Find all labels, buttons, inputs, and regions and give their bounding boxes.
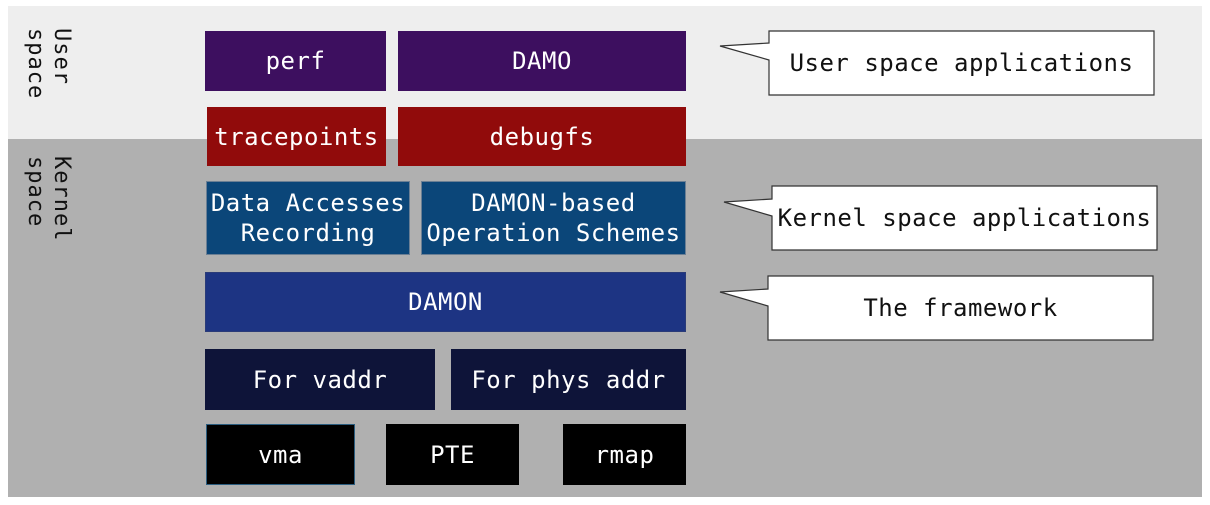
for-phys-addr-box: For phys addr — [451, 349, 686, 410]
for-vaddr-box: For vaddr — [205, 349, 435, 410]
damo-box: DAMO — [398, 31, 686, 91]
user-apps-callout-text: User space applications — [789, 49, 1134, 77]
damon-framework-box: DAMON — [205, 272, 686, 332]
perf-box: perf — [205, 31, 386, 91]
user-space-label: User space — [23, 28, 74, 100]
debugfs-box: debugfs — [398, 107, 686, 166]
kernel-space-label: Kernel space — [23, 156, 74, 242]
tracepoints-box: tracepoints — [207, 107, 386, 166]
framework-callout-text: The framework — [863, 294, 1058, 322]
pte-box: PTE — [386, 424, 519, 485]
kernel-apps-callout-text: Kernel space applications — [777, 204, 1152, 232]
damon-based-operation-schemes-box: DAMON-based Operation Schemes — [421, 181, 686, 255]
rmap-box: rmap — [563, 424, 686, 485]
data-accesses-recording-box: Data Accesses Recording — [206, 181, 410, 255]
vma-box: vma — [206, 424, 355, 485]
